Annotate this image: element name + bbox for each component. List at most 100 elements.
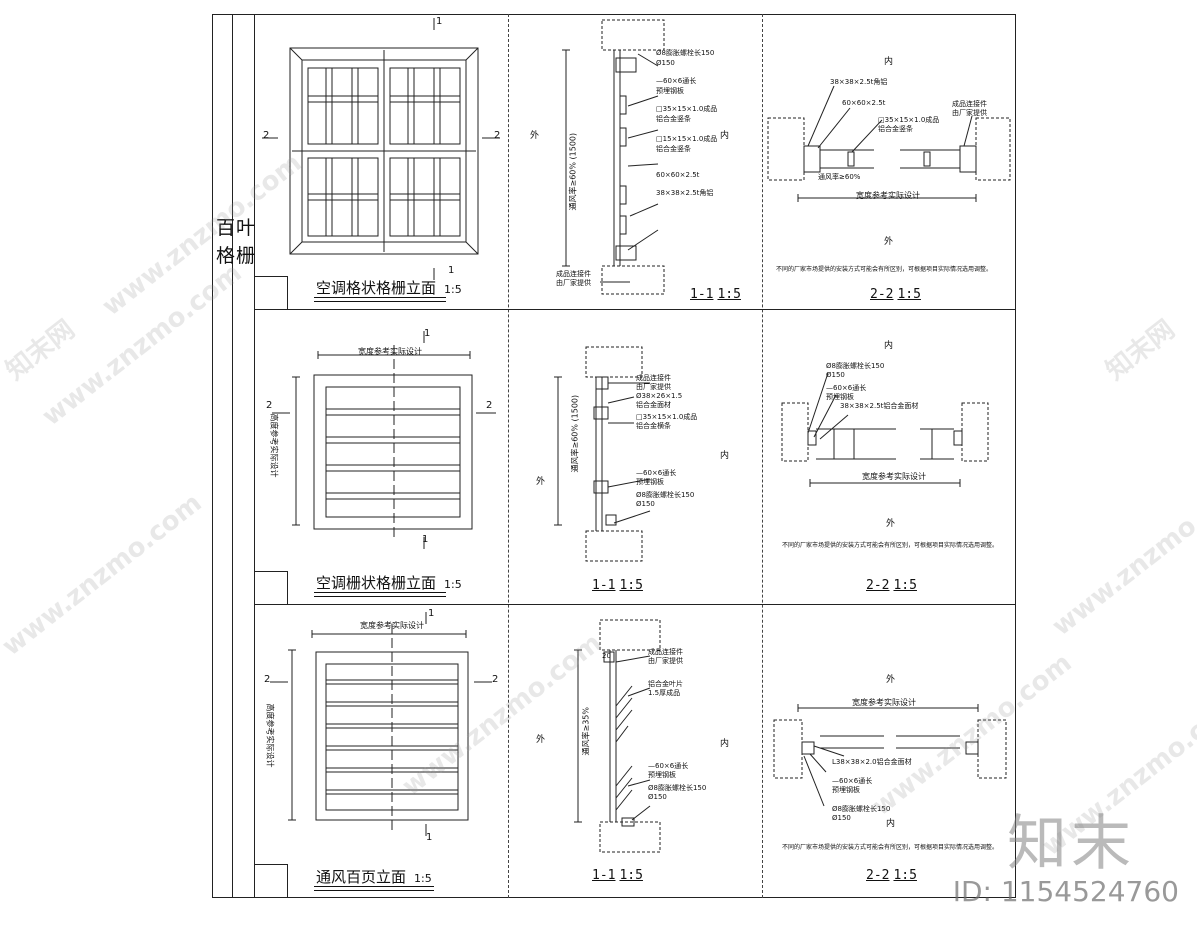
width-ref-2-2-row2: 宽度参考实际设计 [862,472,926,481]
section22-scale: 1:5 [893,578,917,593]
note: □35×15×1.0成品 [656,105,718,113]
note: 铝合金竖条 [878,125,913,133]
brand-logo-text: 知末 [1007,809,1135,879]
section11-notes-row3: 成品连接件 由厂家提供 铝合金叶片 1.5厚成品 —60×6通长 预埋钢板 Ø8… [648,648,748,802]
note: □15×15×1.0成品 [656,135,718,143]
sidebar-divider-outer [232,14,233,898]
section11-title: 1-1 [592,578,616,593]
section11-scale: 1:5 [619,578,643,593]
inside-label-row3: 内 [720,739,730,749]
note: Ø8膨胀螺栓长150 [656,49,715,57]
note: 铝合金竖条 [656,145,691,153]
section11-connector-note-row1: 成品连接件 由厂家提供 [556,270,591,288]
note: 成品连接件 [648,648,683,656]
section-mark-2-right-row2: 2 [486,400,493,411]
note: —60×6通长 [826,384,867,392]
width-ref-row1: 宽度参考实际设计 [856,191,920,200]
section-mark-2-right: 2 [494,130,501,141]
outside-label-row3: 外 [536,735,546,745]
sidebar-title: 百叶 格栅 [216,214,256,270]
section11-dim-row2: 通风率≥60% (1500) [570,394,580,473]
note: 成品连接件 [952,100,987,108]
section11-title: 1-1 [592,868,616,883]
section22-bar-note-row1: □35×15×1.0成品 铝合金竖条 [878,116,939,134]
drawing-frame [212,14,1016,898]
note: 铝合金叶片 [648,680,683,688]
grid-louver-section-1-1 [562,19,665,295]
note: 38×38×2.5t角铝 [830,78,888,86]
section22-notes-row1: 38×38×2.5t角铝 60×60×2.5t [830,78,887,108]
section11-scale: 1:5 [717,287,741,302]
section-mark-2-left: 2 [263,130,270,141]
elevation-scale: 1:5 [444,283,462,296]
section22-title: 2-2 [866,868,890,883]
section-mark-1-bottom: 1 [448,265,455,276]
row-divider-1 [254,309,1016,310]
image-id: ID: 1154524760 [952,875,1179,908]
section22-scale: 1:5 [893,868,917,883]
bar-louver-section-2-2 [781,372,989,487]
note: 铝合金横条 [636,422,671,430]
grid-louver-elevation [262,18,500,280]
note: Ø150 [826,371,845,379]
caption-underline [314,886,434,891]
inside-label-row1: 内 [720,131,730,141]
note: 预埋钢板 [826,393,854,401]
note: Ø150 [636,500,655,508]
elevation-caption-row1: 空调格状格栅立面 1:5 [316,277,462,298]
note: Ø150 [656,59,675,67]
note: 成品连接件 [556,270,591,278]
note: Ø8膨胀螺栓长150 [636,491,695,499]
note: 预埋钢板 [832,786,860,794]
small-dim-row3: 20 [602,652,611,660]
outside-label-row2: 外 [536,477,546,487]
column-divider-1 [508,14,509,898]
width-ref-2-2-row3: 宽度参考实际设计 [852,698,916,707]
width-ref-elev-row3: 宽度参考实际设计 [360,621,424,630]
row-divider-2 [254,604,1016,605]
section11-dim-row1: 通风率≥60% (1500) [568,132,578,211]
note: □35×15×1.0成品 [636,413,698,421]
inside-label-row2: 内 [720,451,730,461]
section-mark-1-top-row2: 1 [424,328,431,339]
note: Ø8膨胀螺栓长150 [648,784,707,792]
section22-title: 2-2 [870,287,894,302]
outside-label-row1: 外 [530,131,540,141]
section22-connector-note-row1: 成品连接件 由厂家提供 [952,100,987,118]
title-corner-box-row1 [254,276,288,310]
section11-notes-row1: Ø8膨胀螺栓长150 Ø150 —60×6通长 预埋钢板 □35×15×1.0成… [656,48,756,198]
vendor-note-row1: 不同的厂家市场提供的安装方式可能会有所区别，可根据项目实际情况选用调整。 [776,266,993,273]
elevation-title: 空调格状格栅立面 [316,279,437,297]
note: Ø38×26×1.5 [636,392,683,400]
note: Ø8膨胀螺栓长150 [826,362,885,370]
section-mark-1-bottom-row3: 1 [426,832,433,843]
note: 38×38×2.5t角铝 [656,189,714,197]
vendor-note-row2: 不同的厂家市场提供的安装方式可能会有所区别，可根据项目实际情况选用调整。 [782,542,999,549]
width-ref-elev-row2: 宽度参考实际设计 [358,347,422,356]
bar-louver-section-1-1 [554,346,651,562]
note: 铝合金面材 [636,401,671,409]
note: 由厂家提供 [952,109,987,117]
section22-notes-row2: Ø8膨胀螺栓长150 Ø150 —60×6通长 预埋钢板 38×38×2.5t铝… [826,362,918,411]
title-corner-box-row2 [254,571,288,605]
outside-label-2-2-row1: 外 [884,237,894,247]
note: 60×60×2.5t [656,171,700,179]
inside-label-2-2-row2: 内 [884,341,894,351]
note: —60×6通长 [832,777,873,785]
outside-label-2-2-row2: 外 [886,519,896,529]
note: 成品连接件 [636,374,671,382]
elevation-scale: 1:5 [414,872,432,885]
section-mark-1-top: 1 [436,16,443,27]
note: L38×38×2.0铝合金面材 [832,758,912,766]
height-ref-elev-row3: 高度参考实际设计 [265,703,275,768]
section-mark-2-right-row3: 2 [492,674,499,685]
title-corner-box-row3 [254,864,288,898]
section11-notes-row2: 成品连接件 由厂家提供 Ø38×26×1.5 铝合金面材 □35×15×1.0成… [636,374,746,509]
section11-title: 1-1 [690,287,714,302]
elevation-title: 空调栅状格栅立面 [316,574,437,592]
section-mark-2-left-row2: 2 [266,400,273,411]
